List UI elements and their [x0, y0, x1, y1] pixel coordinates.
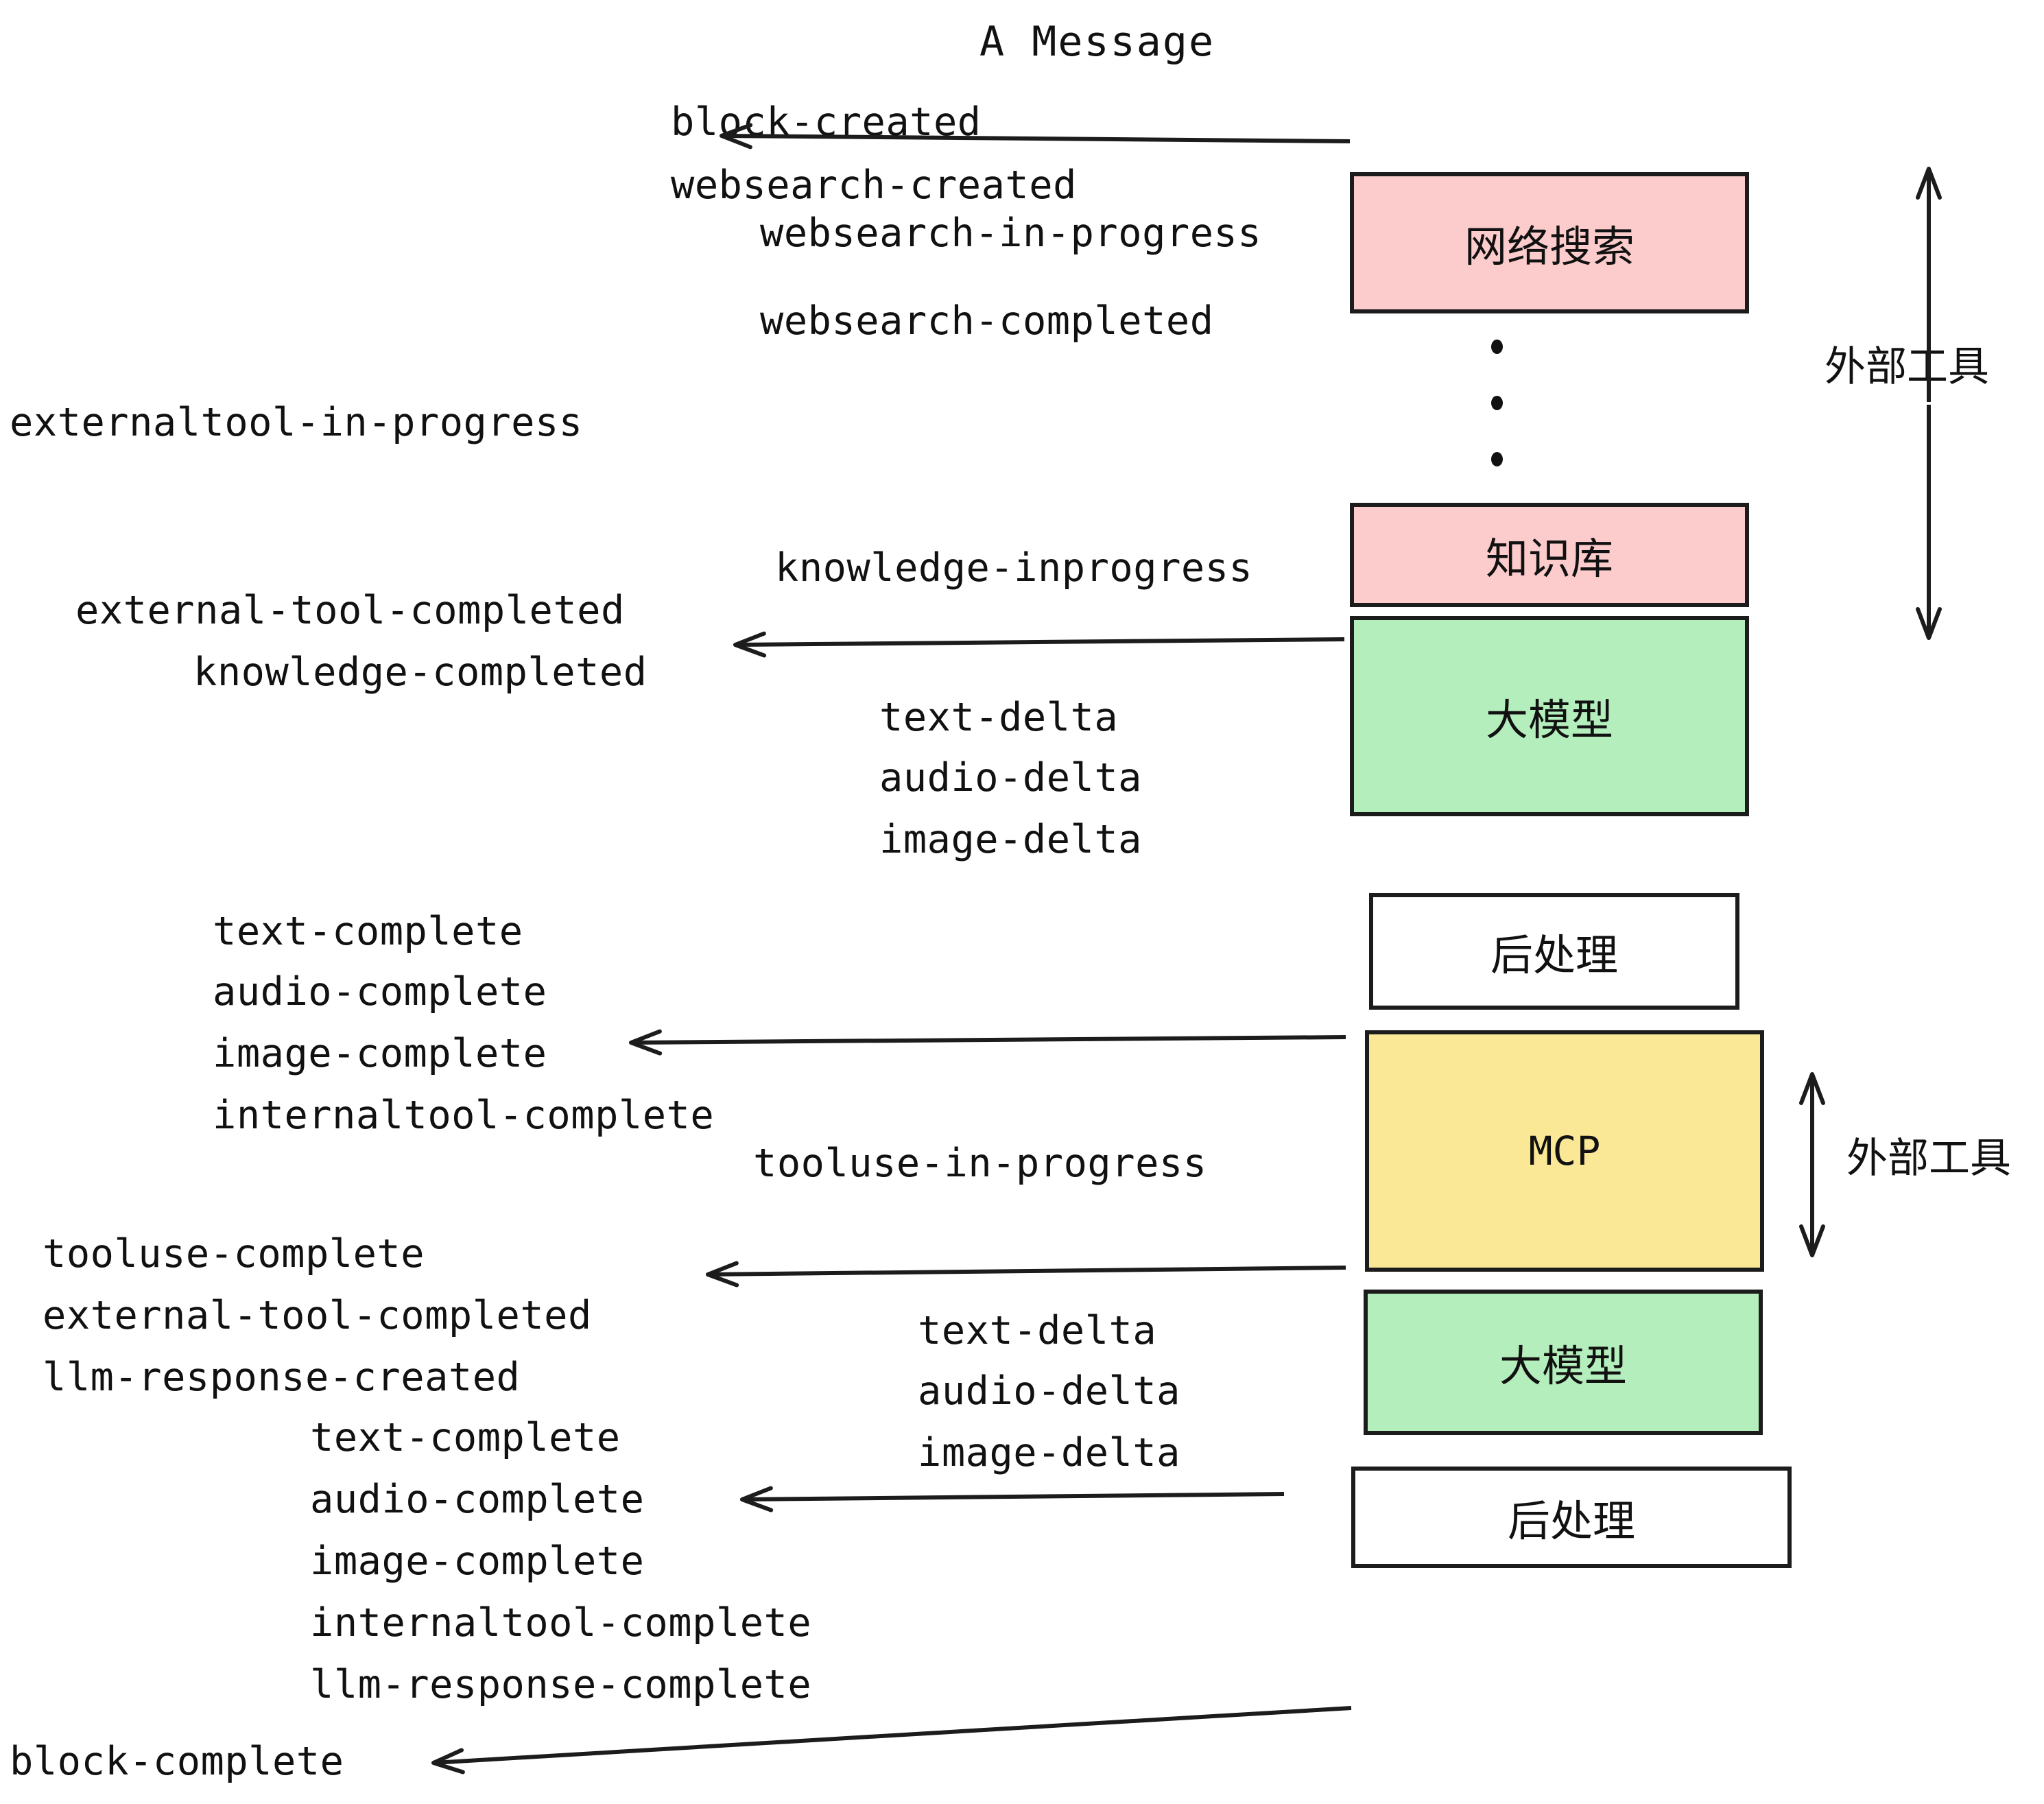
node-knowledge-base-label: 知识库 [1485, 534, 1613, 584]
event-text-delta-first: text-delta [879, 695, 1119, 740]
node-llm-first-label: 大模型 [1485, 695, 1613, 745]
event-llm-response-created: llm-response-created [43, 1355, 521, 1400]
node-mcp-label: MCP [1528, 1128, 1601, 1174]
event-tooluse-in-progress: tooluse-in-progress [753, 1141, 1207, 1186]
node-llm-second[interactable]: 大模型 [1364, 1290, 1763, 1435]
event-audio-delta-second: audio-delta [918, 1368, 1180, 1414]
event-internaltool-complete-second: internaltool-complete [310, 1600, 812, 1646]
event-externaltool-in-progress: externaltool-in-progress [10, 400, 583, 445]
event-llm-response-complete: llm-response-complete [310, 1662, 812, 1707]
arrow-tooluse-complete [706, 1261, 1346, 1287]
event-image-delta-first: image-delta [879, 817, 1142, 862]
node-postprocess-second[interactable]: 后处理 [1351, 1467, 1792, 1568]
arrow-block-complete [431, 1706, 1352, 1775]
event-block-complete: block-complete [10, 1739, 344, 1784]
event-image-delta-second: image-delta [918, 1430, 1180, 1475]
event-audio-complete-second: audio-complete [310, 1477, 645, 1522]
event-block-created: block-created [671, 99, 982, 145]
event-websearch-in-progress: websearch-in-progress [760, 211, 1262, 256]
event-image-complete-second: image-complete [310, 1539, 645, 1584]
external-tools-label-mcp: 外部工具 [1846, 1135, 2011, 1183]
node-postprocess-first-label: 后处理 [1490, 930, 1618, 980]
arrow-audio-complete [740, 1486, 1285, 1512]
event-internaltool-complete-first: internaltool-complete [213, 1093, 715, 1138]
node-knowledge-base[interactable]: 知识库 [1350, 503, 1749, 607]
event-image-complete-first: image-complete [213, 1031, 547, 1076]
event-external-tool-completed-second: external-tool-completed [43, 1293, 592, 1338]
event-websearch-completed: websearch-completed [760, 298, 1214, 344]
event-text-complete-second: text-complete [310, 1415, 621, 1460]
arrow-knowledge-completed [733, 631, 1345, 658]
event-knowledge-completed: knowledge-completed [193, 650, 647, 695]
event-text-complete-first: text-complete [213, 909, 523, 954]
node-postprocess-second-label: 后处理 [1507, 1496, 1635, 1546]
event-external-tool-completed-first: external-tool-completed [75, 588, 625, 633]
node-postprocess-first[interactable]: 后处理 [1369, 893, 1739, 1010]
event-audio-delta-first: audio-delta [879, 755, 1142, 800]
event-websearch-created: websearch-created [671, 163, 1077, 208]
node-websearch[interactable]: 网络搜索 [1350, 172, 1749, 313]
event-audio-complete-first: audio-complete [213, 969, 547, 1014]
event-text-delta-second: text-delta [918, 1308, 1157, 1353]
arrow-image-complete [629, 1029, 1346, 1056]
node-websearch-label: 网络搜索 [1464, 222, 1635, 272]
page-title: A Message [979, 18, 1215, 66]
node-llm-second-label: 大模型 [1499, 1341, 1627, 1391]
node-llm-first[interactable]: 大模型 [1350, 616, 1749, 816]
vertical-ellipsis-icon [1490, 340, 1504, 466]
event-knowledge-inprogress: knowledge-inprogress [775, 545, 1253, 591]
event-tooluse-complete: tooluse-complete [43, 1231, 425, 1277]
external-tools-label-top: 外部工具 [1825, 343, 1989, 391]
node-mcp[interactable]: MCP [1365, 1030, 1764, 1272]
